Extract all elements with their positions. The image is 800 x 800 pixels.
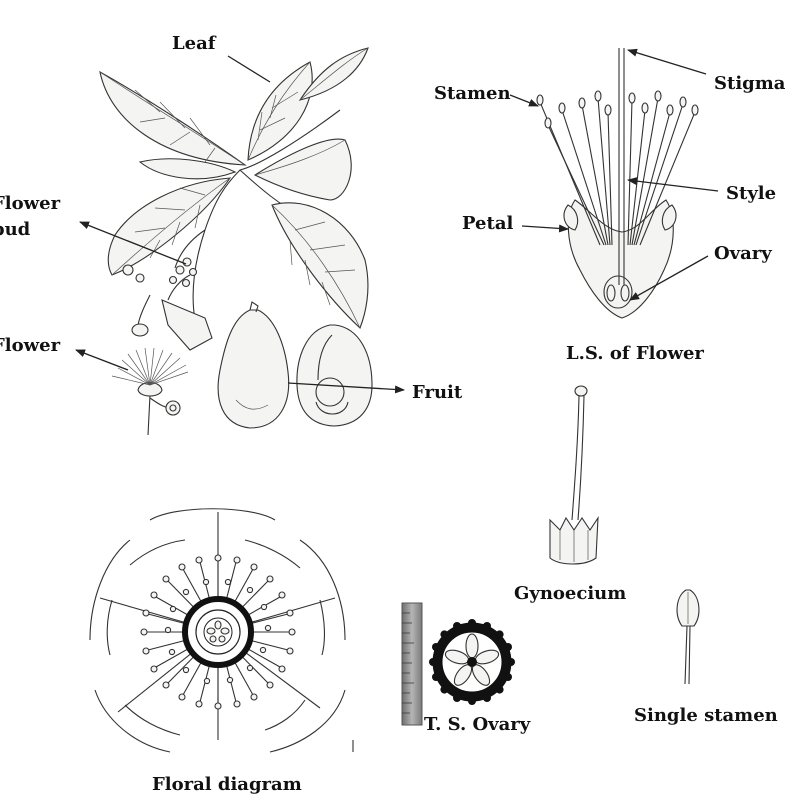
leaf-lower-right xyxy=(271,202,369,329)
floral-diagram-drawing xyxy=(89,508,354,753)
single-stamen-drawing xyxy=(676,589,700,685)
label-flower-bud-line1: Flower xyxy=(0,193,61,214)
caption-floral-diagram: Floral diagram xyxy=(152,774,302,795)
ls-flower-drawing xyxy=(536,48,699,319)
leaf-lower-left xyxy=(107,177,232,276)
leaf-middle-left xyxy=(138,158,237,180)
open-flower xyxy=(111,347,189,436)
flower-arrow xyxy=(75,349,129,371)
label-ovary: Ovary xyxy=(714,243,772,264)
floral-anthers xyxy=(140,554,296,710)
leaf-top-right xyxy=(298,47,369,101)
label-flower-bud-line2: bud xyxy=(0,219,31,240)
leaf-pointer xyxy=(227,55,271,83)
flower-bud-arrow xyxy=(79,221,187,265)
fruit-arrow xyxy=(287,382,405,394)
label-stigma: Stigma xyxy=(714,73,786,94)
ts-ovary-drawing xyxy=(429,619,515,705)
leaf-upper-left xyxy=(99,70,247,166)
caption-single-stamen: Single stamen xyxy=(634,705,778,726)
label-stamen: Stamen xyxy=(434,83,511,104)
label-leaf: Leaf xyxy=(172,33,217,54)
caption-gynoecium: Gynoecium xyxy=(514,583,626,604)
leaf-right xyxy=(253,138,352,201)
ls-stamens xyxy=(539,97,696,246)
ovary-arrow xyxy=(629,255,709,301)
gynoecium-drawing xyxy=(549,385,599,565)
ls-anthers xyxy=(536,90,699,129)
style-arrow xyxy=(627,177,719,192)
caption-ls-flower: L.S. of Flower xyxy=(566,343,704,364)
flower-bud-cluster xyxy=(122,257,213,351)
stigma-arrow xyxy=(627,48,707,75)
scale-ruler xyxy=(401,602,423,726)
fruit-section xyxy=(296,324,373,427)
label-petal: Petal xyxy=(462,213,513,234)
fruit-whole xyxy=(217,301,290,429)
plant-branch-drawing xyxy=(99,47,373,436)
stamen-arrow xyxy=(509,94,539,107)
label-fruit: Fruit xyxy=(412,382,463,403)
petal-arrow xyxy=(521,224,569,233)
label-flower: Flower xyxy=(0,335,61,356)
label-style: Style xyxy=(726,183,776,204)
caption-ts-ovary: T. S. Ovary xyxy=(424,714,531,735)
leaf-top xyxy=(247,61,313,161)
